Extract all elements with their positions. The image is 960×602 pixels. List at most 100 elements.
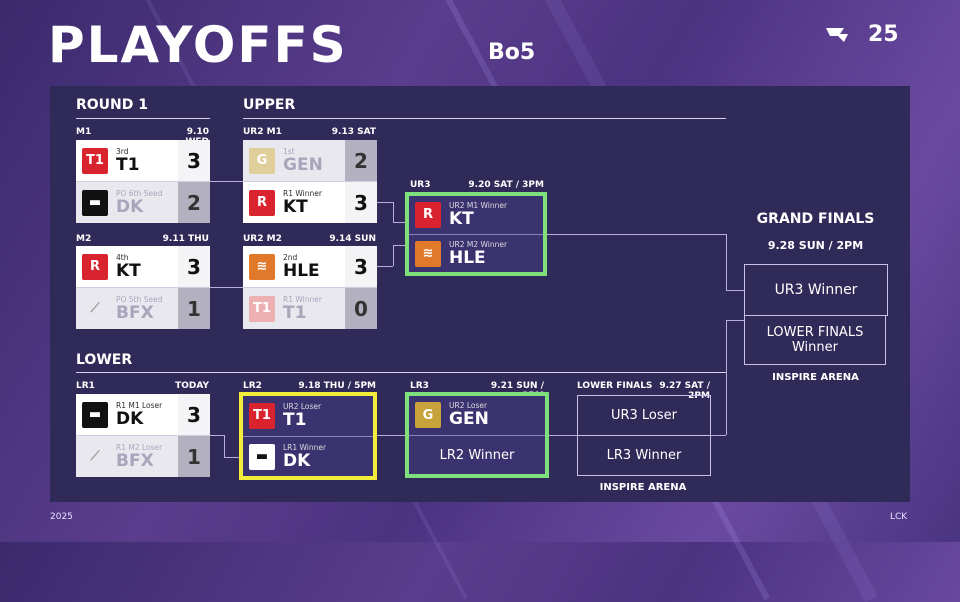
seed-label: PO 5th Seed (116, 294, 163, 304)
highlight-lr3 (405, 392, 549, 478)
highlight-lr2 (239, 392, 377, 480)
score: 2 (345, 140, 377, 181)
match-label: LR2 (243, 381, 262, 391)
footer-year: 2025 (50, 512, 73, 522)
bfx-logo-icon: ⟋ (82, 443, 108, 470)
bfx-logo-icon: ⟋ (82, 295, 108, 322)
divider (76, 435, 210, 436)
seed-label: 2nd (283, 252, 298, 262)
divider (243, 287, 377, 288)
divider (409, 234, 543, 235)
grand-finals-bottom-slot[interactable]: LOWER FINALS Winner (744, 315, 886, 365)
connector-line (377, 435, 405, 436)
team-name: DK (116, 196, 144, 217)
highlight-ur3 (405, 192, 547, 276)
gen-logo-icon: G (249, 147, 275, 174)
seed-label: UR2 M2 Winner (449, 239, 508, 249)
match-date: 9.27 SAT / 2PM (659, 381, 710, 401)
connector-line (549, 435, 577, 436)
match-label: LR3 (410, 381, 429, 391)
match-label: LOWER FINALS (577, 381, 653, 391)
t1-logo-icon: T1 (249, 295, 275, 322)
seed-label: UR2 Loser (283, 401, 322, 411)
seed-label: R1 M1 Loser (116, 400, 163, 410)
divider (76, 118, 210, 119)
connector-line (210, 287, 243, 288)
connector-line (393, 222, 405, 223)
dk-logo-icon: ▬ (82, 401, 108, 428)
match-label: UR2 M2 (243, 234, 282, 244)
team-name: GEN (283, 154, 323, 175)
hle-logo-icon: ≋ (415, 240, 441, 267)
match-date: 9.11 THU (162, 234, 209, 244)
grand-finals-venue: INSPIRE ARENA (772, 372, 859, 383)
kt-logo-icon: R (82, 253, 108, 280)
seed-label: R1 Winner (283, 188, 322, 198)
connector-line (547, 234, 727, 235)
dk-logo-icon: ▬ (82, 189, 108, 216)
gen-logo-icon: G (415, 402, 441, 428)
score: 3 (178, 394, 210, 435)
section-upper: UPPER (243, 97, 296, 113)
score: 3 (345, 182, 377, 223)
divider (243, 118, 726, 119)
team-name: DK (283, 450, 311, 471)
seed-label: PO 6th Seed (116, 188, 163, 198)
section-grand-finals: GRAND FINALS (756, 211, 875, 227)
connector-line (726, 234, 727, 290)
match-date: TODAY (175, 381, 209, 391)
connector-line (393, 202, 394, 222)
match-date: 9.13 SAT (331, 127, 376, 137)
score: 1 (178, 436, 210, 477)
divider (243, 181, 377, 182)
seed-label: R1 Winner (283, 294, 322, 304)
seed-label: UR2 M1 Winner (449, 200, 508, 210)
footer-league: LCK (890, 512, 908, 522)
match-date: 9.20 SAT / 3PM (468, 180, 544, 190)
t1-logo-icon: T1 (82, 147, 108, 174)
seed-label: 3rd (116, 146, 129, 156)
lower-finals-top-slot[interactable]: UR3 Loser (577, 395, 711, 436)
team-name: T1 (283, 302, 307, 323)
placeholder-slot: LR2 Winner (439, 447, 515, 463)
connector-line (210, 435, 224, 436)
team-name: BFX (116, 302, 154, 323)
section-lower: LOWER (76, 352, 133, 368)
logo-text: 25 (868, 22, 899, 47)
seed-label: R1 M2 Loser (116, 442, 163, 452)
score: 3 (178, 246, 210, 287)
match-date: 9.14 SUN (329, 234, 376, 244)
divider (243, 436, 373, 437)
divider (409, 435, 545, 436)
connector-line (377, 202, 393, 203)
format-label: Bo5 (488, 40, 536, 65)
score: 2 (178, 182, 210, 223)
match-label: UR2 M1 (243, 127, 282, 137)
connector-line (393, 245, 405, 246)
lower-finals-bottom-slot[interactable]: LR3 Winner (577, 435, 711, 476)
lck-logo: 25 (826, 22, 899, 47)
team-name: HLE (283, 260, 320, 281)
connector-line (726, 290, 744, 291)
match-label: M1 (76, 127, 92, 137)
team-name: KT (283, 196, 308, 217)
grand-finals-top-slot[interactable]: UR3 Winner (744, 264, 888, 316)
score: 3 (178, 140, 210, 181)
